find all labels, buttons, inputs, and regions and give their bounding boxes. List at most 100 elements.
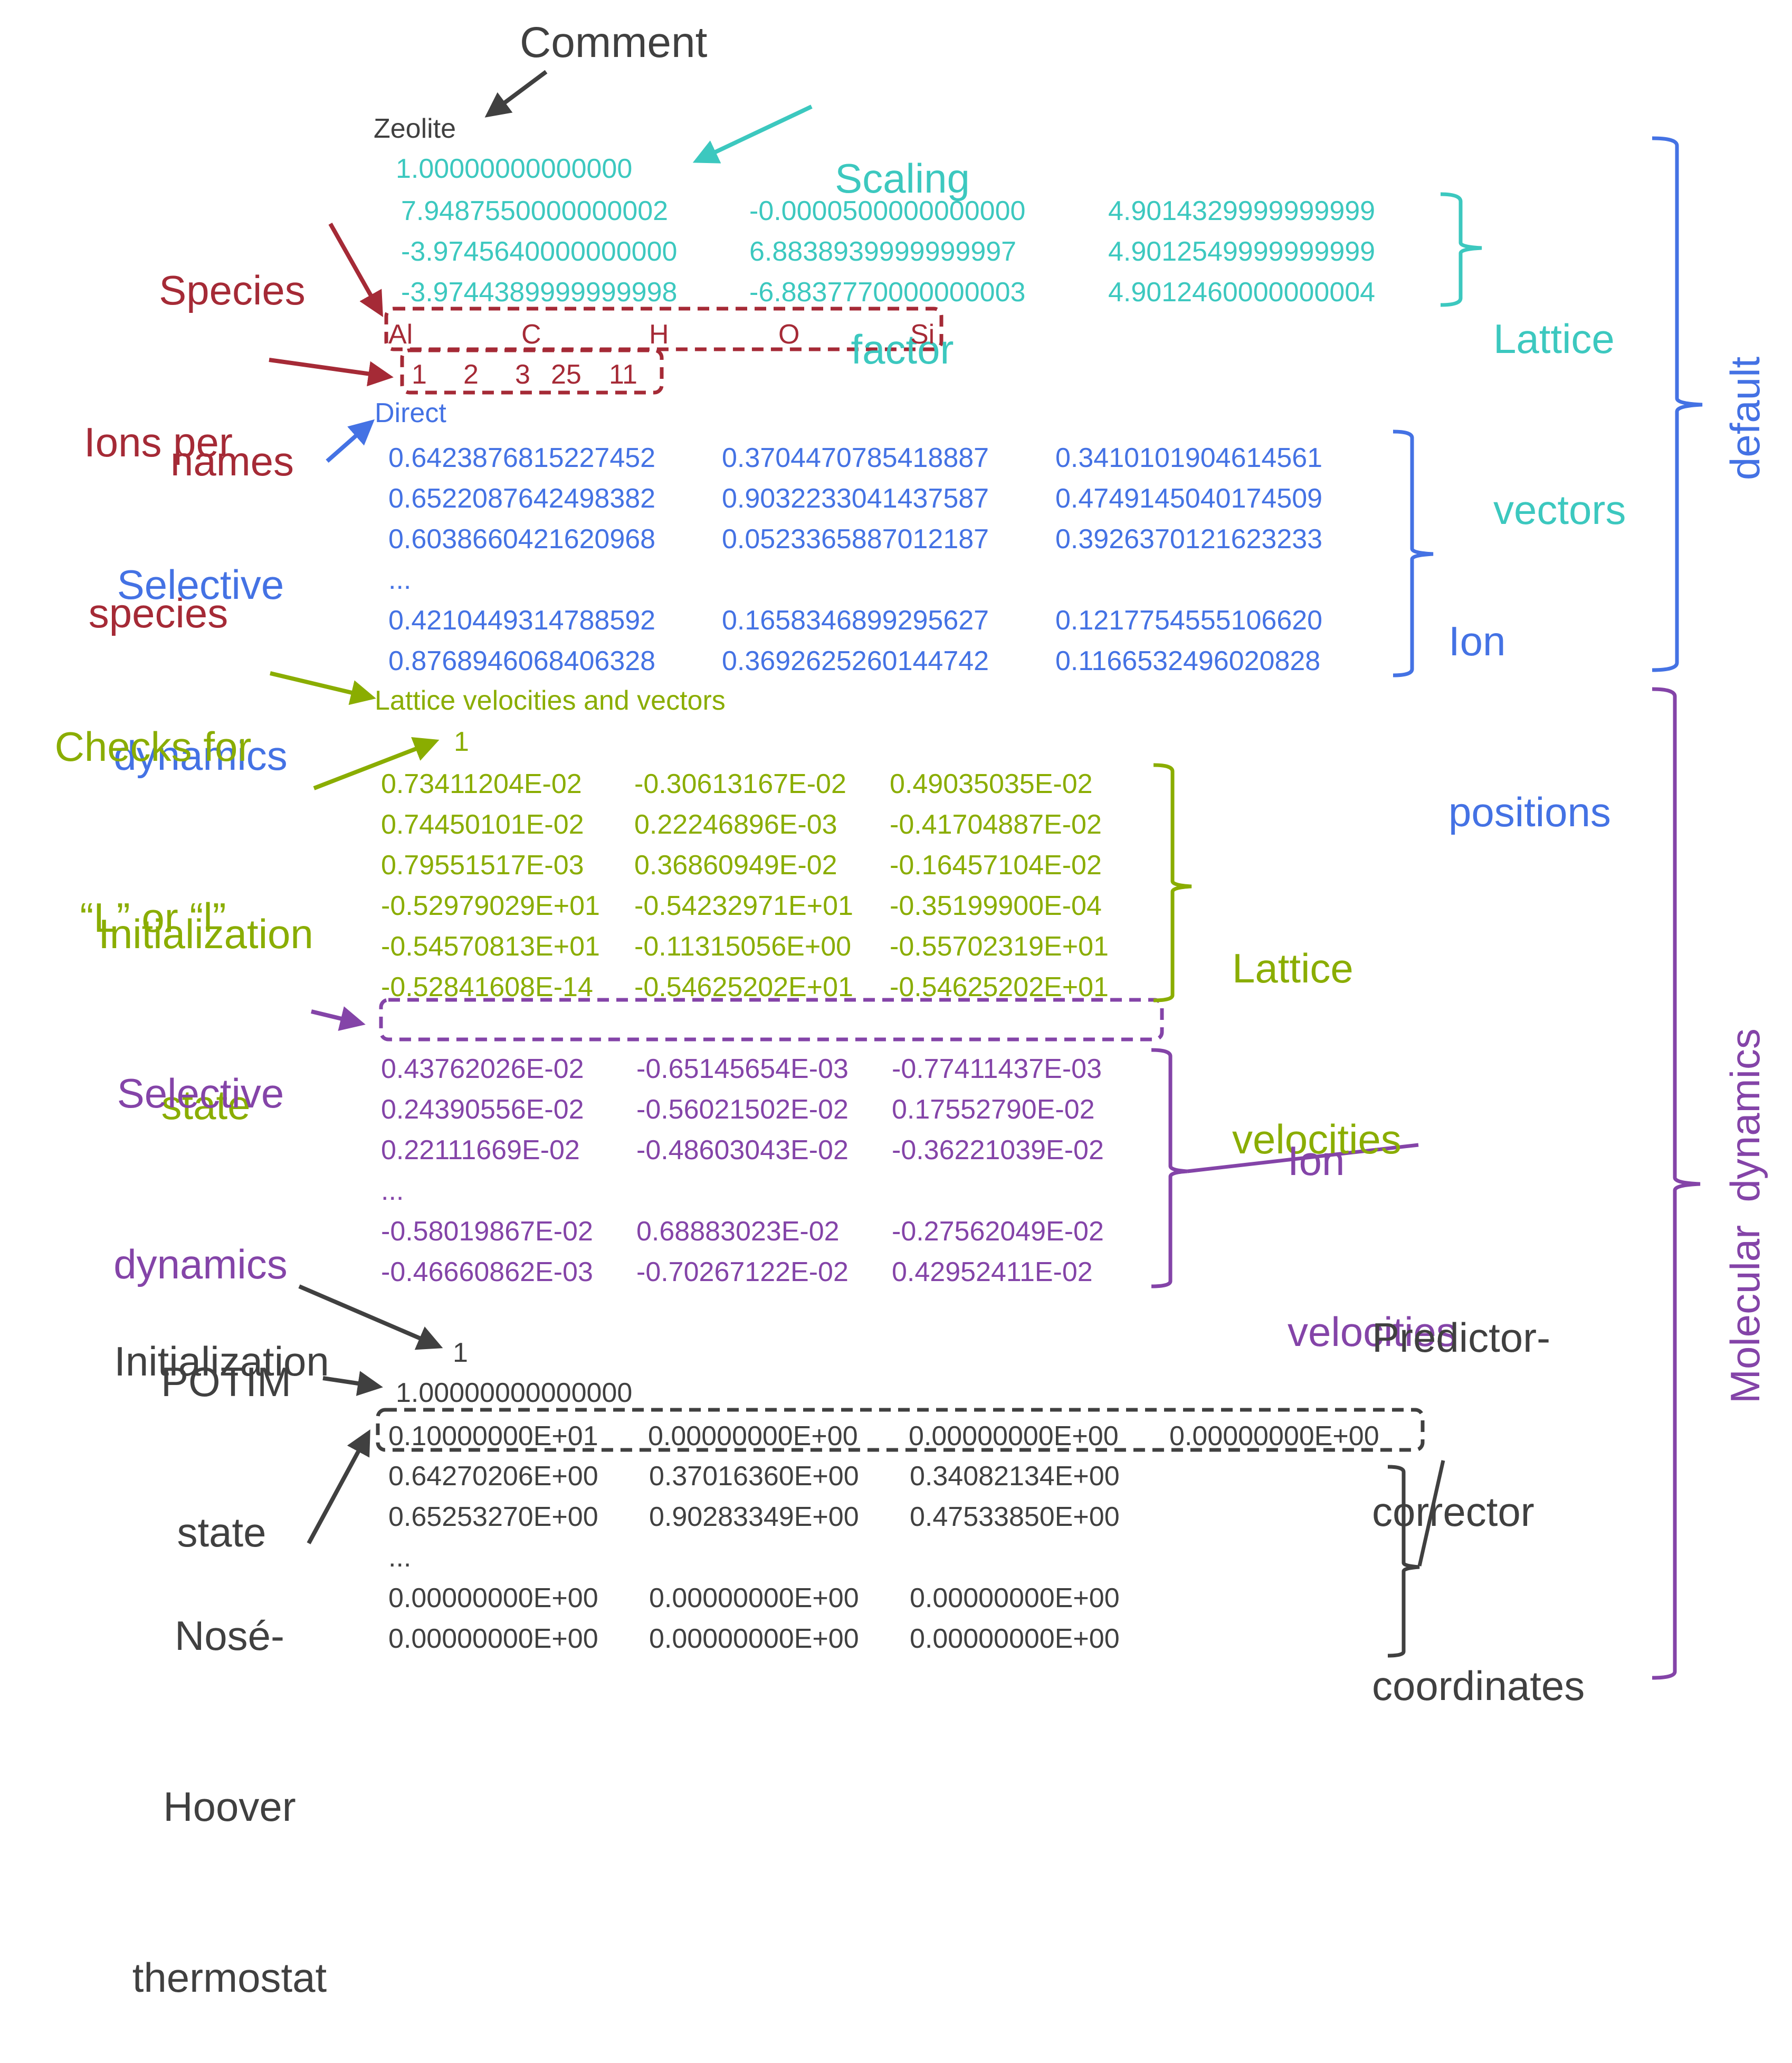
ion-position-value: 0.1217754555106620: [1055, 605, 1323, 636]
label-ion-velocities-line2: velocities: [1288, 1309, 1457, 1355]
label-ion-positions-line1: Ion: [1448, 618, 1506, 664]
predictor-corrector-value: 0.47533850E+00: [910, 1502, 1120, 1532]
predictor-corrector-row: ...: [388, 1542, 411, 1573]
label-init-state-pc-line1: Initialization: [114, 1338, 329, 1384]
label-scaling-factor: Scaling factor: [807, 36, 997, 435]
label-selective-dynamics-md-line2: dynamics: [113, 1241, 288, 1287]
predictor-corrector-value: 0.00000000E+00: [910, 1623, 1120, 1654]
ion-velocity-value: -0.77411437E-03: [892, 1054, 1102, 1084]
ion-velocity-row: ...: [381, 1175, 404, 1207]
ion-counts-row: 1 2 3 25 11: [412, 359, 637, 390]
ion-velocity-value: -0.36221039E-02: [892, 1135, 1104, 1166]
lattice-velocity-row: -0.54570813E+01-0.11315056E+00-0.5570231…: [381, 931, 1109, 962]
lattice-velocity-value: 0.74450101E-02: [381, 809, 584, 840]
lattice-velocity-value: 0.49035035E-02: [890, 769, 1093, 799]
lattice-velocities-header: Lattice velocities and vectors: [375, 685, 726, 716]
selective-dynamics-md-box: [379, 998, 1164, 1042]
ion-velocity-row: 0.43762026E-02-0.65145654E-03-0.77411437…: [381, 1053, 1102, 1085]
diagram-overlay: [269, 70, 1703, 1680]
ion-position-row: 0.4210449314788592 0.1658346899295627 0.12…: [388, 605, 1322, 636]
label-scaling-factor-line2: factor: [851, 326, 954, 373]
ion-position-value: 0.3704470785418887: [722, 443, 989, 473]
label-selective-dynamics-default-line1: Selective: [117, 561, 284, 608]
pc-init-state: 1: [453, 1338, 468, 1368]
label-nose-hoover-line2: Hoover: [163, 1783, 296, 1830]
coordinate-mode: Direct: [375, 398, 446, 428]
label-checks-for-l-line2: “L” or “l”: [80, 894, 226, 941]
poscar-scaling-factor: 1.00000000000000: [396, 154, 633, 184]
label-nose-hoover-line3: thermostat: [132, 1954, 327, 2001]
label-ions-per-species: Ions per species: [53, 300, 264, 699]
arrow-comment: [484, 70, 548, 118]
label-selective-dynamics-default-line2: dynamics: [113, 732, 288, 779]
label-potim: POTIM: [161, 1359, 291, 1405]
ion-position-value: 0.1658346899295627: [722, 605, 989, 636]
nose-hoover-row: 0.10000000E+01 0.00000000E+00 0.00000000…: [388, 1420, 1379, 1452]
lattice-vector-value: 4.9012460000000004: [1108, 277, 1376, 308]
species-o: O: [778, 319, 800, 350]
ion-position-row: ...: [388, 564, 411, 596]
label-lattice-velocities: Lattice velocities: [1232, 826, 1454, 1225]
ion-position-value: 0.4210449314788592: [388, 605, 656, 636]
lattice-vector-value: 4.9014329999999999: [1108, 196, 1376, 226]
lattice-velocity-value: -0.54570813E+01: [381, 931, 600, 962]
ion-position-value: 0.0523365887012187: [722, 524, 989, 555]
section-label-molecular-dynamics: Molecular dynamics: [1722, 1028, 1768, 1403]
ion-velocity-value: -0.56021502E-02: [636, 1094, 849, 1125]
arrow-selective-dynamics-default: [326, 419, 375, 463]
ion-position-value: 0.6038660421620968: [388, 524, 656, 555]
ion-position-value: 0.6423876815227452: [388, 443, 656, 473]
ion-position-value: 0.9032233041437587: [722, 483, 989, 514]
lattice-velocity-value: -0.30613167E-02: [634, 769, 846, 799]
ion-count-c: 2: [463, 359, 479, 390]
arrow-species-names: [328, 223, 383, 317]
ion-velocities-leader: [1187, 1143, 1419, 1173]
nose-hoover-box: [376, 1408, 1425, 1452]
species-h: H: [649, 319, 669, 350]
brace-default: [1652, 136, 1703, 672]
label-checks-for-l: Checks for “L” or “l”: [37, 604, 269, 1003]
label-checks-for-l-line1: Checks for: [54, 723, 252, 770]
ion-velocity-row: 0.22111669E-02-0.48603043E-02-0.36221039…: [381, 1134, 1104, 1166]
label-selective-dynamics-default: Selective dynamics: [90, 442, 311, 841]
lattice-velocity-value: 0.73411204E-02: [381, 769, 582, 799]
poscar-comment-line: Zeolite: [374, 113, 456, 144]
lattice-velocity-row: 0.73411204E-02 -0.30613167E-02 0.49035035E…: [381, 768, 1093, 800]
ion-position-value: 0.1166532496020828: [1055, 646, 1321, 676]
ion-position-value: 0.3692625260144742: [722, 646, 989, 676]
label-init-state-lattice-line2: state: [161, 1082, 251, 1128]
lattice-vector-value: 6.8838939999999997: [749, 236, 1017, 267]
label-lattice-vectors-line2: vectors: [1493, 486, 1626, 533]
lattice-velocity-value: -0.52841608E-14: [381, 972, 593, 1002]
arrow-nose-hoover: [307, 1429, 370, 1544]
ion-count-o: 25: [551, 359, 582, 390]
label-nose-hoover-line1: Nosé-: [174, 1612, 285, 1659]
ion-velocity-value: 0.22111669E-02: [381, 1135, 580, 1166]
species-al: Al: [388, 319, 413, 350]
label-ion-positions: Ion positions: [1448, 499, 1638, 897]
lattice-velocity-value: -0.16457104E-02: [890, 850, 1102, 881]
ion-velocity-value: -0.65145654E-03: [636, 1054, 849, 1084]
ion-count-al: 1: [412, 359, 427, 390]
lattice-velocity-row: -0.52979029E+01-0.54232971E+01-0.3519990…: [381, 890, 1102, 922]
predictor-corrector-value: 0.00000000E+00: [649, 1623, 859, 1654]
ion-velocity-value: 0.42952411E-02: [892, 1257, 1093, 1287]
ion-velocity-value: 0.24390556E-02: [381, 1094, 584, 1125]
lattice-velocity-value: -0.41704887E-02: [890, 809, 1102, 840]
ion-position-row: 0.8768946068406328 0.3692625260144742 0.11…: [388, 645, 1320, 677]
lattice-vector-value: 7.9487550000000002: [401, 196, 669, 226]
label-species-names-line2: names: [170, 438, 294, 484]
predictor-corrector-value: 0.90283349E+00: [649, 1502, 859, 1532]
label-selective-dynamics-md: Selective dynamics: [90, 951, 311, 1350]
label-species-names: Species names: [132, 148, 332, 547]
nose-hoover-value: 0.10000000E+01: [388, 1421, 598, 1451]
ion-position-value: ...: [388, 565, 412, 595]
brace-ion-velocities: [1151, 1048, 1188, 1288]
ion-position-value: 0.8768946068406328: [388, 646, 656, 676]
ion-position-value: 0.3926370121623233: [1055, 524, 1323, 555]
predictor-corrector-value: ...: [388, 1542, 412, 1573]
